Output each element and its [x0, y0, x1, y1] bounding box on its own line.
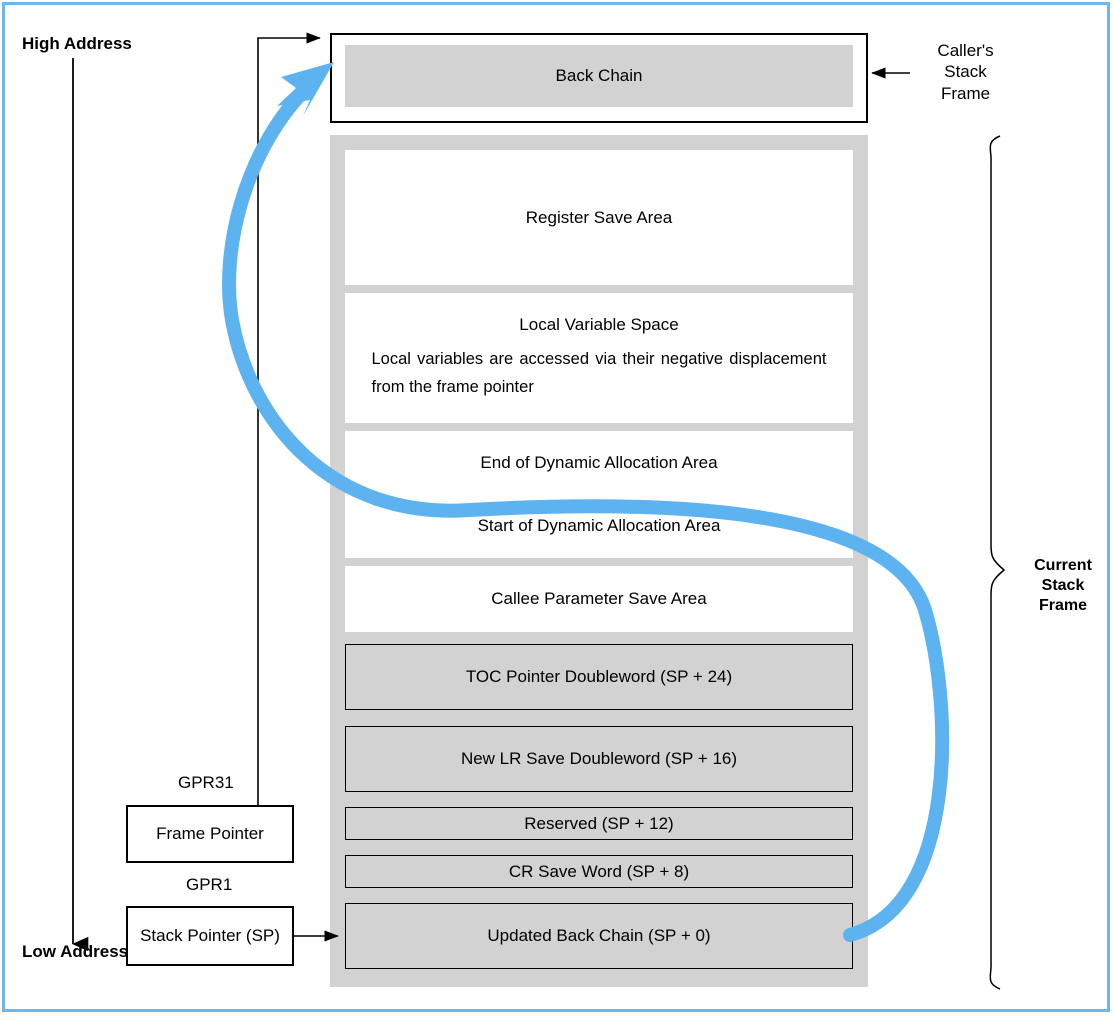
slot-new-lr-save-doubleword: New LR Save Doubleword (SP + 16) — [345, 726, 853, 792]
slot-local-variable-space: Local Variable Space Local variables are… — [345, 293, 853, 423]
slot-toc-pointer-doubleword: TOC Pointer Doubleword (SP + 24) — [345, 644, 853, 710]
back-chain-slot: Back Chain — [345, 45, 853, 107]
back-chain-pointer-arrowhead — [277, 62, 334, 116]
current-stack-frame-container: Register Save Area Local Variable Space … — [330, 135, 868, 987]
slot-label: Local Variable Space — [519, 314, 679, 334]
low-address-label: Low Address — [22, 942, 129, 961]
slot-detail: Local variables are accessed via their n… — [371, 349, 827, 396]
slot-callee-parameter-save-area: Callee Parameter Save Area — [345, 566, 853, 632]
gpr31-label: GPR31 — [178, 773, 234, 792]
current-stack-frame-brace — [989, 135, 1006, 990]
high-address-label: High Address — [22, 34, 132, 53]
slot-register-save-area: Register Save Area — [345, 150, 853, 285]
slot-dynamic-allocation-area: End of Dynamic Allocation Area Start of … — [345, 431, 853, 558]
slot-label: New LR Save Doubleword (SP + 16) — [460, 749, 738, 768]
callers-stack-frame-text: Caller's Stack Frame — [937, 41, 994, 103]
frame-pointer-connector — [257, 32, 321, 806]
slot-label: End of Dynamic Allocation Area — [480, 452, 718, 472]
slot-label: Callee Parameter Save Area — [491, 589, 707, 608]
current-stack-frame-text: Current Stack Frame — [1034, 557, 1092, 614]
slot-label: Register Save Area — [525, 207, 673, 227]
current-stack-frame-label: Current Stack Frame — [1013, 556, 1113, 616]
stack-pointer-label: Stack Pointer (SP) — [140, 926, 280, 945]
callers-stack-frame-label: Caller's Stack Frame — [918, 40, 1013, 104]
slot-detail: Start of Dynamic Allocation Area — [477, 516, 721, 536]
stack-pointer-box: Stack Pointer (SP) — [126, 906, 294, 966]
slot-reserved: Reserved (SP + 12) — [345, 807, 853, 840]
slot-updated-back-chain: Updated Back Chain (SP + 0) — [345, 903, 853, 969]
slot-label: Reserved (SP + 12) — [524, 813, 674, 833]
slot-label: CR Save Word (SP + 8) — [508, 861, 690, 881]
frame-pointer-label: Frame Pointer — [156, 824, 264, 843]
slot-cr-save-word: CR Save Word (SP + 8) — [345, 855, 853, 888]
slot-label: Updated Back Chain (SP + 0) — [487, 926, 711, 945]
gpr1-label: GPR1 — [186, 875, 233, 894]
slot-label: TOC Pointer Doubleword (SP + 24) — [465, 667, 733, 686]
frame-pointer-box: Frame Pointer — [126, 805, 294, 863]
